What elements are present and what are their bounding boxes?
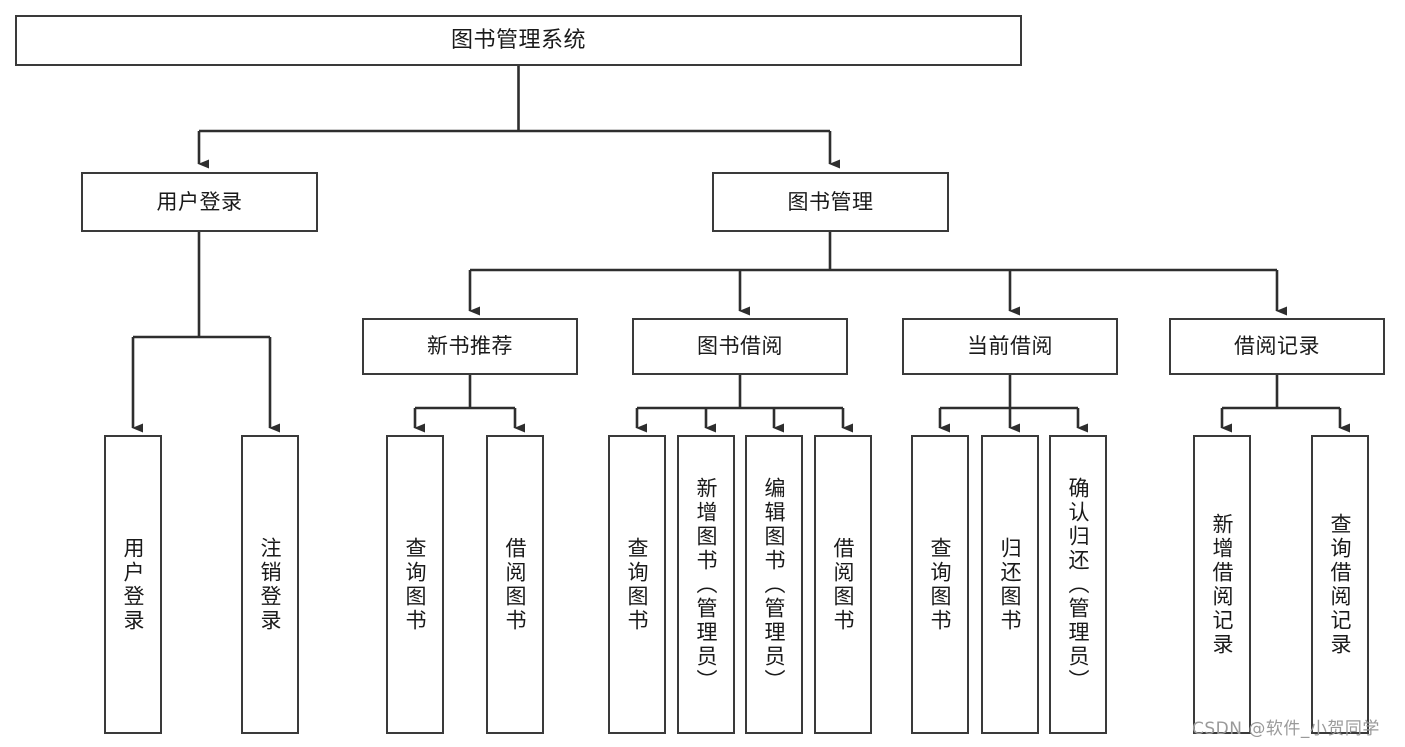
node-leaf-query-book-3[interactable]: 查询图书 <box>911 435 969 734</box>
node-leaf-query-book-1-label: 查询图书 <box>403 536 428 633</box>
node-leaf-user-login-label: 用户登录 <box>121 536 146 633</box>
node-user-login-label: 用户登录 <box>156 189 243 214</box>
node-leaf-confirm-return[interactable]: 确认归还（管理员） <box>1049 435 1107 734</box>
node-leaf-add-record-label: 新增借阅记录 <box>1210 512 1235 657</box>
node-book-borrow[interactable]: 图书借阅 <box>632 318 848 375</box>
node-leaf-user-login[interactable]: 用户登录 <box>104 435 162 734</box>
node-user-login[interactable]: 用户登录 <box>81 172 318 232</box>
node-leaf-query-book-2[interactable]: 查询图书 <box>608 435 666 734</box>
node-book-manage-label: 图书管理 <box>787 189 874 214</box>
node-leaf-borrow-book-2-label: 借阅图书 <box>831 536 856 633</box>
node-borrow-record-label: 借阅记录 <box>1234 334 1320 359</box>
node-root-label: 图书管理系统 <box>450 27 586 53</box>
node-leaf-edit-book[interactable]: 编辑图书（管理员） <box>745 435 803 734</box>
node-leaf-query-book-1[interactable]: 查询图书 <box>386 435 444 734</box>
node-book-manage[interactable]: 图书管理 <box>712 172 949 232</box>
node-leaf-logout-label: 注销登录 <box>258 536 283 633</box>
node-leaf-logout[interactable]: 注销登录 <box>241 435 299 734</box>
node-root[interactable]: 图书管理系统 <box>15 15 1022 66</box>
node-leaf-edit-book-label: 编辑图书（管理员） <box>762 476 787 693</box>
node-leaf-add-book-label: 新增图书（管理员） <box>694 476 719 693</box>
watermark-text: CSDN @软件_小贺同学 <box>1192 719 1380 739</box>
node-leaf-query-record[interactable]: 查询借阅记录 <box>1311 435 1369 734</box>
node-leaf-return-book[interactable]: 归还图书 <box>981 435 1039 734</box>
node-leaf-query-book-3-label: 查询图书 <box>928 536 953 633</box>
node-leaf-return-book-label: 归还图书 <box>998 536 1023 633</box>
node-leaf-borrow-book-1[interactable]: 借阅图书 <box>486 435 544 734</box>
node-leaf-confirm-return-label: 确认归还（管理员） <box>1066 476 1091 693</box>
node-leaf-query-book-2-label: 查询图书 <box>625 536 650 633</box>
node-current-borrow[interactable]: 当前借阅 <box>902 318 1118 375</box>
node-current-borrow-label: 当前借阅 <box>967 334 1053 359</box>
node-leaf-query-record-label: 查询借阅记录 <box>1328 512 1353 657</box>
node-leaf-borrow-book-1-label: 借阅图书 <box>503 536 528 633</box>
node-new-book-recommend[interactable]: 新书推荐 <box>362 318 578 375</box>
node-leaf-add-book[interactable]: 新增图书（管理员） <box>677 435 735 734</box>
node-borrow-record[interactable]: 借阅记录 <box>1169 318 1385 375</box>
node-book-borrow-label: 图书借阅 <box>697 334 783 359</box>
node-new-book-recommend-label: 新书推荐 <box>427 334 513 359</box>
node-leaf-add-record[interactable]: 新增借阅记录 <box>1193 435 1251 734</box>
node-leaf-borrow-book-2[interactable]: 借阅图书 <box>814 435 872 734</box>
